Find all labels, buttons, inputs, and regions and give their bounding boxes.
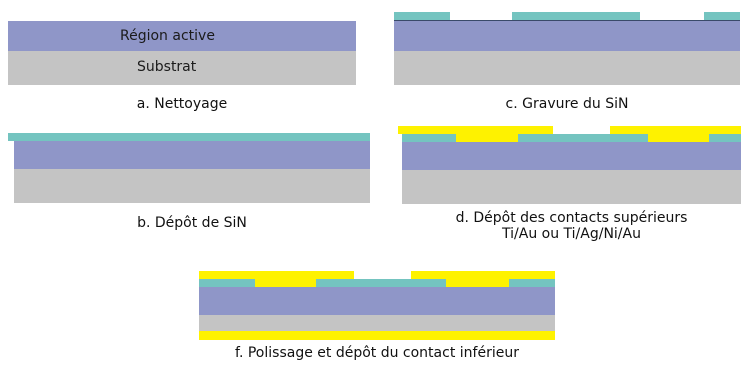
caption-d-line1: d. Dépôt des contacts supérieurs [455,210,688,226]
contact-right-cap [610,126,741,134]
active-region-layer [14,141,370,169]
contact-right-stem [648,134,709,142]
sin-pad-right [509,279,555,287]
sin-pad-left [402,134,456,142]
caption-a: a. Nettoyage [136,96,228,112]
surface-line [394,20,740,21]
contact-left-stem [255,279,316,287]
substrate-layer [402,170,741,204]
substrate-label: Substrat [137,59,197,75]
contact-left-cap [398,126,553,134]
sin-pad-center [512,12,640,20]
caption-b: b. Dépôt de SiN [137,215,247,231]
sin-pad-center [518,134,648,142]
sin-pad-left [199,279,255,287]
sin-layer [8,133,370,141]
bottom-contact-layer [199,331,555,340]
contact-right-stem [446,279,509,287]
sin-pad-left [394,12,450,20]
active-region-layer [402,142,741,170]
active-region-layer [8,21,356,51]
caption-f: f. Polissage et dépôt du contact inférie… [235,345,519,361]
sin-pad-center [316,279,446,287]
thinned-substrate-layer [199,315,555,331]
contact-left-stem [456,134,518,142]
active-region-layer [199,287,555,315]
active-region-label: Région active [120,28,215,44]
caption-d-line2: Ti/Au ou Ti/Ag/Ni/Au [502,226,641,242]
substrate-layer [14,169,370,203]
contact-left-cap [199,271,354,279]
contact-right-cap [411,271,555,279]
sin-pad-right [704,12,740,20]
sin-pad-right [709,134,741,142]
active-region-layer [394,21,740,51]
substrate-layer [394,51,740,85]
caption-c: c. Gravure du SiN [505,96,629,112]
substrate-layer [8,51,356,85]
